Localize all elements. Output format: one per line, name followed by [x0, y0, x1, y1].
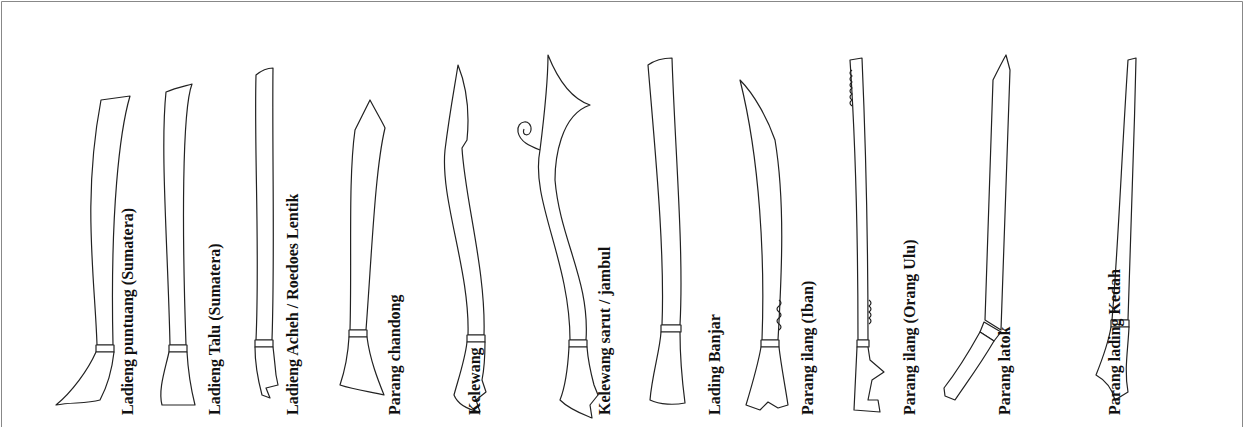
weapon-name: Ladieng Talu (Sumatera)	[206, 243, 224, 415]
weapon-name: Parang ilang (Orang Ulu)	[901, 239, 919, 415]
weapon-name: Kelewang sarut / jambul	[596, 247, 614, 415]
blade-drawing	[161, 84, 195, 405]
weapon-name: Lading Banjar	[706, 314, 724, 415]
blade-drawing	[740, 80, 788, 410]
weapon-name: Ladieng puntuang (Sumatera)	[119, 208, 137, 415]
weapon-name: Parang chandong	[386, 295, 404, 415]
weapon-name: Ladieng Acheh / Roedoes Lentik	[284, 194, 302, 415]
blade-drawing	[648, 58, 685, 404]
blade-drawing	[255, 68, 278, 398]
blade-drawing	[850, 58, 884, 412]
blade-drawing	[56, 96, 130, 405]
weapon-name: Parang latok	[996, 327, 1014, 415]
weapon-name: Parang lading Kedah	[1106, 269, 1124, 415]
weapon-name: Parang ilang (Iban)	[799, 281, 817, 415]
blade-drawing	[340, 100, 385, 395]
weapon-name: Kelewang	[466, 347, 484, 415]
blade-drawing	[518, 55, 598, 418]
